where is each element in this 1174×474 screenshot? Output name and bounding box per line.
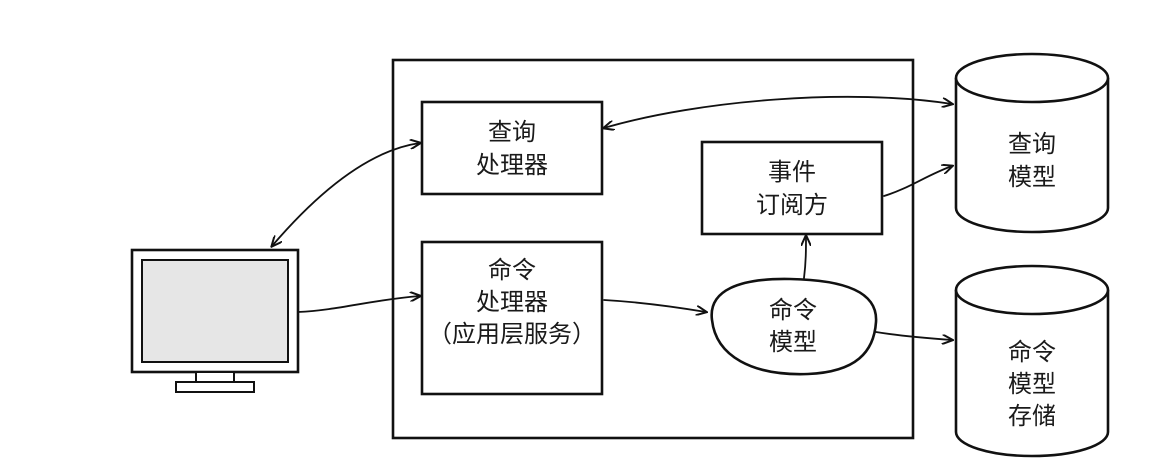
arrow-event-subscriber-query-model [883, 166, 952, 197]
command-model-store-label-line-1: 命令 [1008, 338, 1056, 366]
query-processor-box: 查询 处理器 [420, 100, 604, 196]
command-processor-label-line-3: （应用层服务） [428, 320, 596, 348]
query-processor-label-line-2: 处理器 [476, 151, 548, 179]
monitor-icon [130, 248, 300, 393]
query-model-database: 查询 模型 [954, 52, 1110, 234]
command-model-label-line-2: 模型 [769, 328, 817, 356]
command-model-store-database: 命令 模型 存储 [954, 264, 1110, 458]
arrow-monitor-command-processor [297, 296, 420, 313]
command-model-blob: 命令 模型 [710, 277, 878, 376]
command-processor-label-line-2: 处理器 [476, 288, 548, 316]
command-model-store-label-line-3: 存储 [1008, 402, 1056, 430]
query-processor-label-line-1: 查询 [488, 118, 536, 146]
arrow-command-model-store [875, 331, 952, 340]
query-model-label-line-2: 模型 [1008, 163, 1056, 191]
command-processor-box: 命令 处理器 （应用层服务） [420, 240, 604, 396]
arrow-command-processor-command-model [603, 299, 706, 312]
event-subscriber-label-line-2: 订阅方 [756, 191, 828, 219]
query-model-label-line-1: 查询 [1008, 130, 1056, 158]
arrow-monitor-query-processor [272, 143, 420, 246]
command-model-store-label-line-2: 模型 [1008, 370, 1056, 398]
command-model-label-line-1: 命令 [769, 296, 817, 324]
event-subscriber-label-line-1: 事件 [768, 158, 816, 186]
command-processor-label-line-1: 命令 [488, 256, 536, 284]
arrow-command-model-event-subscriber [804, 236, 806, 279]
event-subscriber-box: 事件 订阅方 [700, 140, 884, 236]
arrow-query-processor-query-model [604, 95, 952, 128]
